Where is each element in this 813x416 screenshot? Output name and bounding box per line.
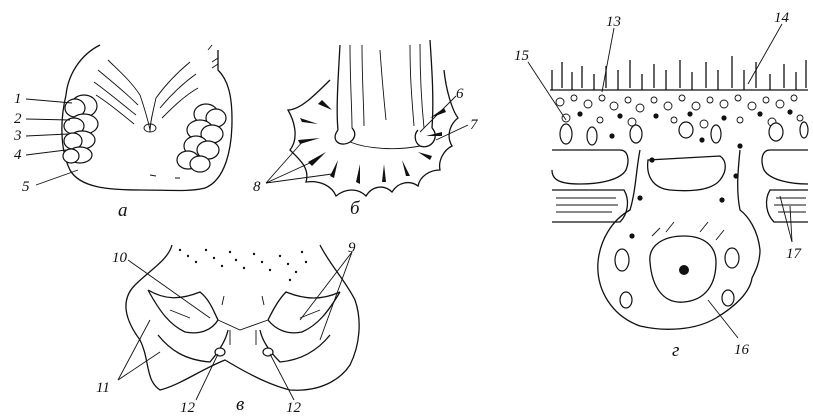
callout-1: 1 xyxy=(14,91,22,107)
callout-16: 16 xyxy=(734,342,750,358)
panel-label-v: в xyxy=(236,394,244,415)
callout-5: 5 xyxy=(22,179,30,195)
panel-label-a: а xyxy=(118,200,128,221)
callout-6: 6 xyxy=(456,86,464,102)
callout-10: 10 xyxy=(112,250,128,266)
panel-g-drawing xyxy=(550,56,808,329)
callout-2: 2 xyxy=(14,111,22,127)
callout-14: 14 xyxy=(774,10,790,26)
panel-v-drawing xyxy=(126,245,359,390)
callout-4: 4 xyxy=(14,147,22,163)
callout-17: 17 xyxy=(786,246,803,262)
callout-3: 3 xyxy=(13,128,22,144)
callout-12-right: 12 xyxy=(286,400,302,416)
callout-15: 15 xyxy=(514,48,530,64)
callout-12-left: 12 xyxy=(180,400,196,416)
panel-g-leaders xyxy=(528,24,792,338)
callout-13: 13 xyxy=(606,14,621,30)
callout-8: 8 xyxy=(253,179,261,195)
panel-label-b: б xyxy=(350,198,361,219)
panel-b-drawing xyxy=(288,40,458,196)
panel-v-leaders xyxy=(118,252,352,400)
panel-a-drawing xyxy=(62,45,232,191)
panel-label-g: г xyxy=(672,340,679,361)
callout-7: 7 xyxy=(470,117,479,133)
callout-9: 9 xyxy=(348,240,356,256)
callout-11: 11 xyxy=(96,380,110,396)
